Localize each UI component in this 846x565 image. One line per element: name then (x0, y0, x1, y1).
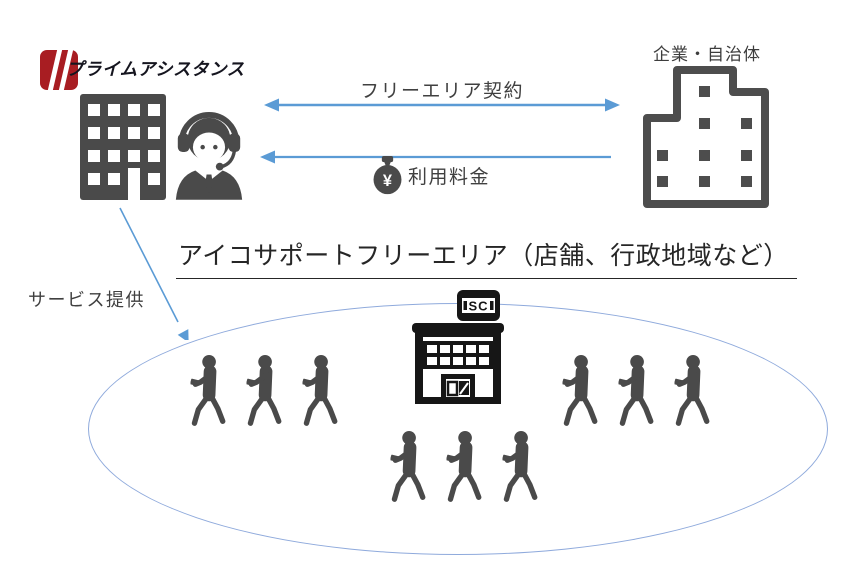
client-label: 企業・自治体 (653, 45, 761, 64)
prime-assistance-logo-icon (40, 50, 78, 90)
walking-person-phone-icon (188, 354, 236, 432)
contract-arrow-label: フリーエリア契約 (359, 81, 524, 102)
walking-person-phone-icon (300, 354, 348, 432)
walking-person-phone-icon (388, 430, 436, 508)
people-group-left (188, 354, 348, 432)
walking-person-phone-icon (244, 354, 292, 432)
sc-sign-text: SC (468, 299, 488, 314)
money-bag-icon: ¥ (373, 156, 402, 195)
client-building-icon (643, 66, 769, 208)
people-group-bottom (388, 430, 548, 508)
walking-person-phone-icon (560, 354, 608, 432)
yen-symbol: ¥ (383, 172, 393, 190)
people-group-right (560, 354, 720, 432)
operator-headset-icon (175, 112, 243, 200)
fee-row: ¥ 利用料金 (372, 156, 490, 195)
free-area-title: アイコサポートフリーエリア（店舗、行政地域など） (176, 236, 797, 279)
logo-text: プライムアシスタンス (66, 59, 245, 79)
provider-building-icon (80, 94, 166, 200)
walking-person-phone-icon (444, 430, 492, 508)
shopping-center-icon: SC (412, 290, 504, 404)
fee-arrow (260, 150, 611, 164)
walking-person-phone-icon (500, 430, 548, 508)
walking-person-phone-icon (672, 354, 720, 432)
walking-person-phone-icon (616, 354, 664, 432)
fee-arrow-label: 利用料金 (408, 167, 491, 188)
service-provision-arrow (119, 207, 189, 340)
service-provision-label: サービス提供 (28, 290, 145, 310)
contract-double-arrow (264, 98, 620, 112)
